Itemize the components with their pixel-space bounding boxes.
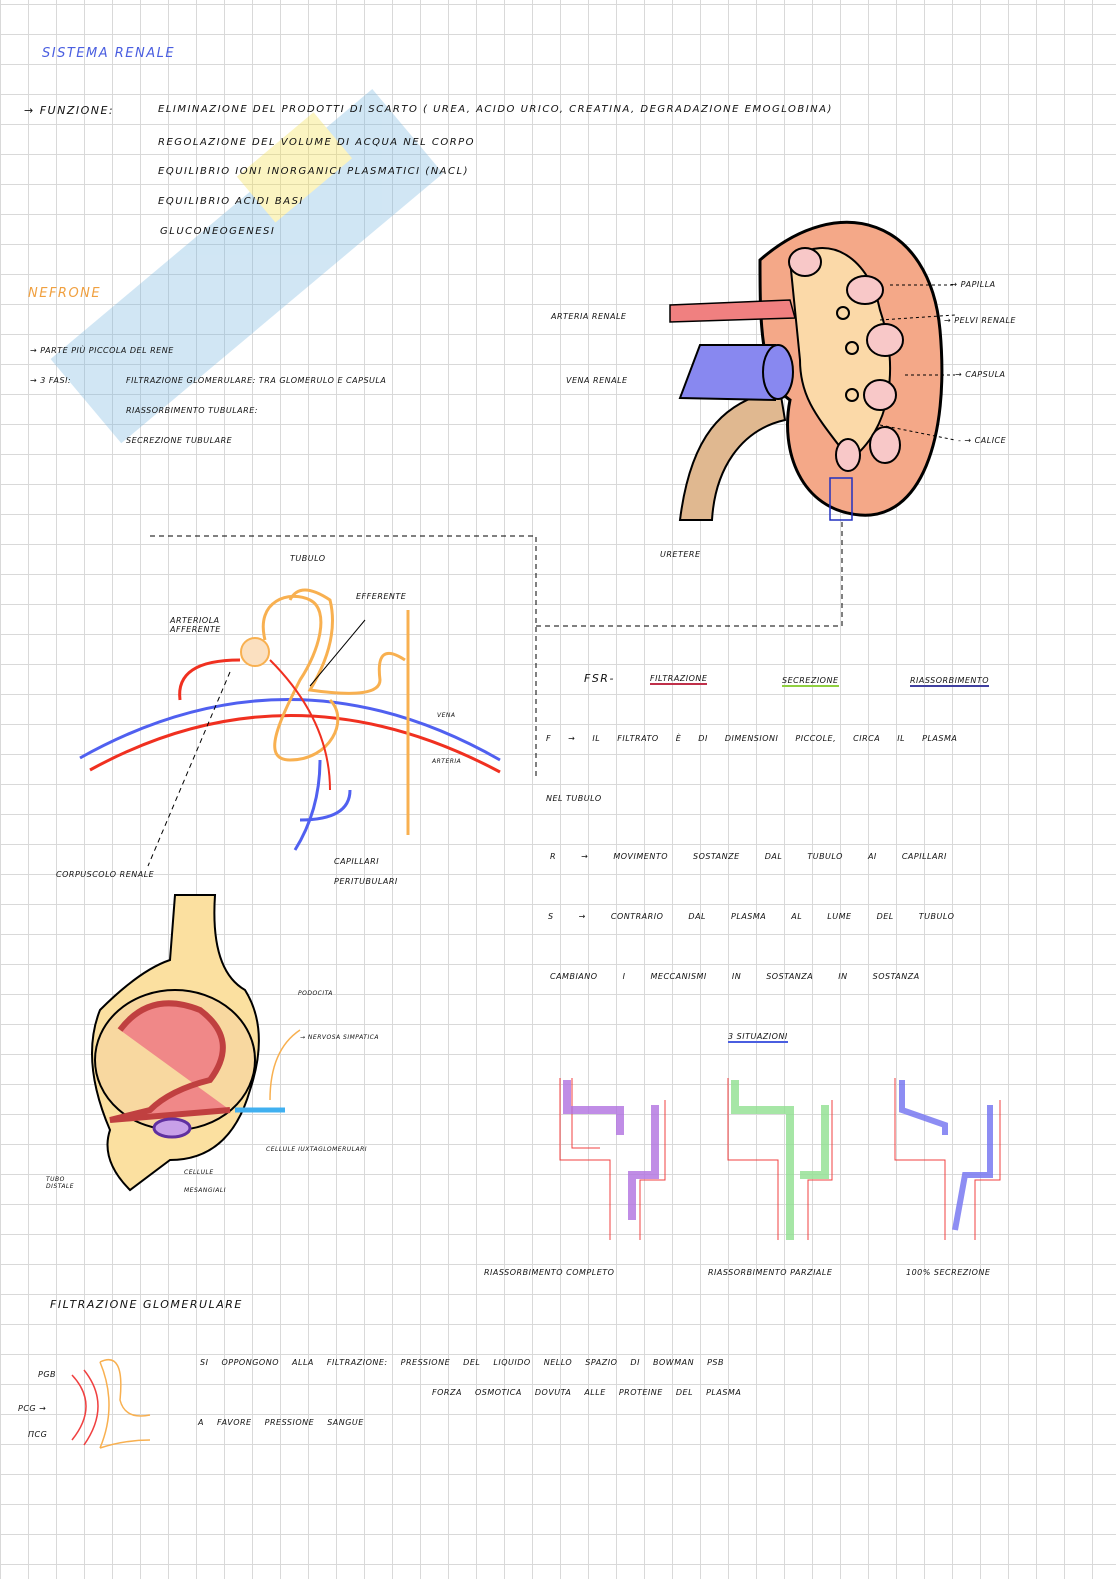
fsr-f2: nel tubulo	[546, 794, 602, 803]
label-iuxta: cellule iuxtaglomerulari	[266, 1146, 368, 1153]
label-vena: vena	[437, 712, 456, 719]
fsr-filtrazione: Filtrazione	[650, 674, 708, 685]
funzione-item: Eliminazione del prodotti di scarto ( ur…	[158, 104, 833, 115]
label-arteria: arteria	[432, 758, 462, 765]
glomerular-favore: A favore pressione sangue	[198, 1418, 364, 1427]
label-pgb: Pgb	[38, 1370, 57, 1379]
fsr-f: F → il filtrato è di dimensioni piccole,…	[546, 734, 958, 743]
label-papilla: - → papilla	[944, 280, 996, 289]
label-arteria-renale: Arteria renale	[551, 312, 627, 321]
label-efferente: efferente	[356, 592, 407, 601]
nefrone-line: → Parte più piccola del rene	[30, 346, 174, 355]
case-label: Riassorbimento parziale	[708, 1268, 833, 1277]
funzione-label: → Funzione:	[24, 104, 115, 117]
label-picg: πcg	[28, 1430, 48, 1439]
fase: Filtrazione glomerulare: tra glomerulo e…	[126, 376, 387, 385]
glomerular-forza: Forza osmotica dovuta alle proteine del …	[432, 1388, 742, 1397]
label-calice: - → calice	[958, 436, 1007, 445]
section-title-filtrazione: Filtrazione glomerulare	[50, 1298, 243, 1311]
funzione-item: Equilibrio ioni inorganici plasmatici (N…	[158, 166, 469, 177]
case-label: Riassorbimento completo	[484, 1268, 615, 1277]
label-afferente: Arteriola afferente	[170, 616, 221, 634]
fsr-cambiano: Cambiano i meccanismi in sostanza in sos…	[550, 972, 920, 981]
funzione-item: Regolazione del volume di acqua nel corp…	[158, 137, 476, 148]
label-nervosa: → nervosa simpatica	[300, 1034, 380, 1041]
label-pcg: Pcg →	[18, 1404, 47, 1413]
funzione-item: Gluconeogenesi	[160, 226, 276, 237]
label-mesangiali: cellule mesangiali	[184, 1169, 227, 1194]
glomerular-oppongono: Si oppongono alla filtrazione: pressione…	[200, 1358, 724, 1367]
label-pelvi: → pelvi renale	[944, 316, 1016, 325]
label-tubulo: Tubulo	[290, 554, 326, 563]
label-corpuscolo: Corpuscolo renale	[56, 870, 155, 879]
fsr-situazioni: 3 situazioni	[728, 1032, 788, 1043]
label-capsula: → capsula	[955, 370, 1006, 379]
section-title-nefrone: Nefrone	[28, 286, 102, 301]
fsr-riassorbimento: riassorbimento	[910, 676, 990, 687]
fasi-label: → 3 fasi:	[30, 376, 72, 385]
label-vena-renale: Vena renale	[566, 376, 628, 385]
funzione-item: Equilibrio acidi basi	[158, 196, 304, 207]
page-title: Sistema renale	[42, 46, 176, 61]
fsr-r: R → movimento sostanze dal tubulo ai cap…	[550, 852, 947, 861]
label-capillari: Capillari peritubulari	[334, 857, 398, 886]
case-label: 100% secrezione	[906, 1268, 991, 1277]
label-tubo-distale: tubo distale	[46, 1176, 75, 1190]
fsr-secrezione: secrezione	[782, 676, 839, 687]
label-uretere: Uretere	[660, 550, 701, 559]
fsr-title: FSR-	[584, 672, 615, 685]
fase: Secrezione tubulare	[126, 436, 233, 445]
fsr-s: S → contrario dal plasma al lume del tub…	[548, 912, 955, 921]
label-podocita: podocita	[298, 990, 333, 997]
fase: Riassorbimento tubulare:	[126, 406, 258, 415]
